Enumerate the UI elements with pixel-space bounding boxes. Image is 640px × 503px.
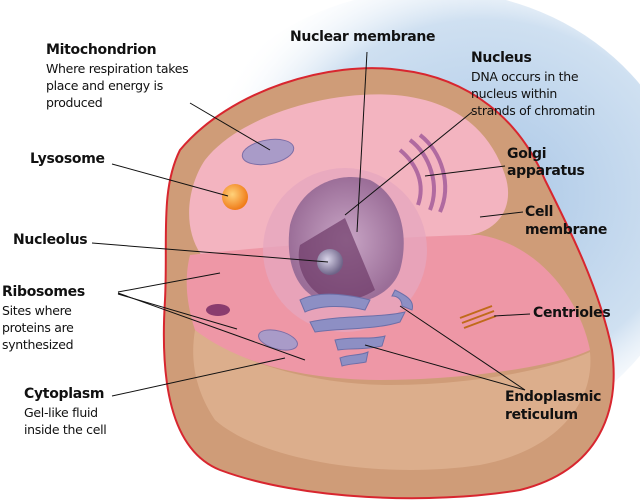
lysosome-shape [222,184,248,210]
ribosomes-desc-2: proteins are [2,320,74,335]
centrioles-shape [459,305,497,329]
vesicle [206,304,230,316]
label-ribosomes: Ribosomes [2,284,85,300]
mitochondrion-desc-3: produced [46,95,103,110]
label-cell-membrane-2: membrane [525,222,608,238]
label-golgi-1: Golgi [507,146,547,162]
cytoplasm-desc-2: inside the cell [24,422,107,437]
nucleolus-shape [317,249,343,275]
label-centrioles: Centrioles [533,305,611,321]
label-er-1: Endoplasmic [505,389,602,405]
label-cytoplasm: Cytoplasm [24,386,105,402]
cytoplasm-desc-1: Gel-like fluid [24,405,98,420]
label-mitochondrion: Mitochondrion [46,42,157,58]
nucleus-desc-1: DNA occurs in the [471,69,579,84]
mitochondrion-desc-2: place and energy is [46,78,163,93]
er-shape [299,289,414,367]
nucleus-cutaway [298,180,375,301]
label-nucleolus: Nucleolus [13,232,88,248]
mitochondrion-shape [241,138,295,166]
golgi-shape [398,133,448,213]
mitochondrion-desc-1: Where respiration takes [46,61,189,76]
nucleus-desc-3: strands of chromatin [471,103,596,118]
label-nuclear-membrane: Nuclear membrane [290,29,436,45]
label-er-2: reticulum [505,407,578,423]
ribosomes-desc-3: synthesized [2,337,74,352]
nucleus-desc-2: nucleus within [471,86,558,101]
cytoplasm-floor [193,330,591,470]
label-lysosome: Lysosome [30,151,105,167]
mitochondrion-shape-2 [258,329,298,351]
ribosomes-desc-1: Sites where [2,303,72,318]
label-golgi-2: apparatus [507,163,585,179]
leader-lines [91,51,531,397]
label-cell-membrane-1: Cell [525,204,554,220]
label-nucleus: Nucleus [471,50,532,66]
